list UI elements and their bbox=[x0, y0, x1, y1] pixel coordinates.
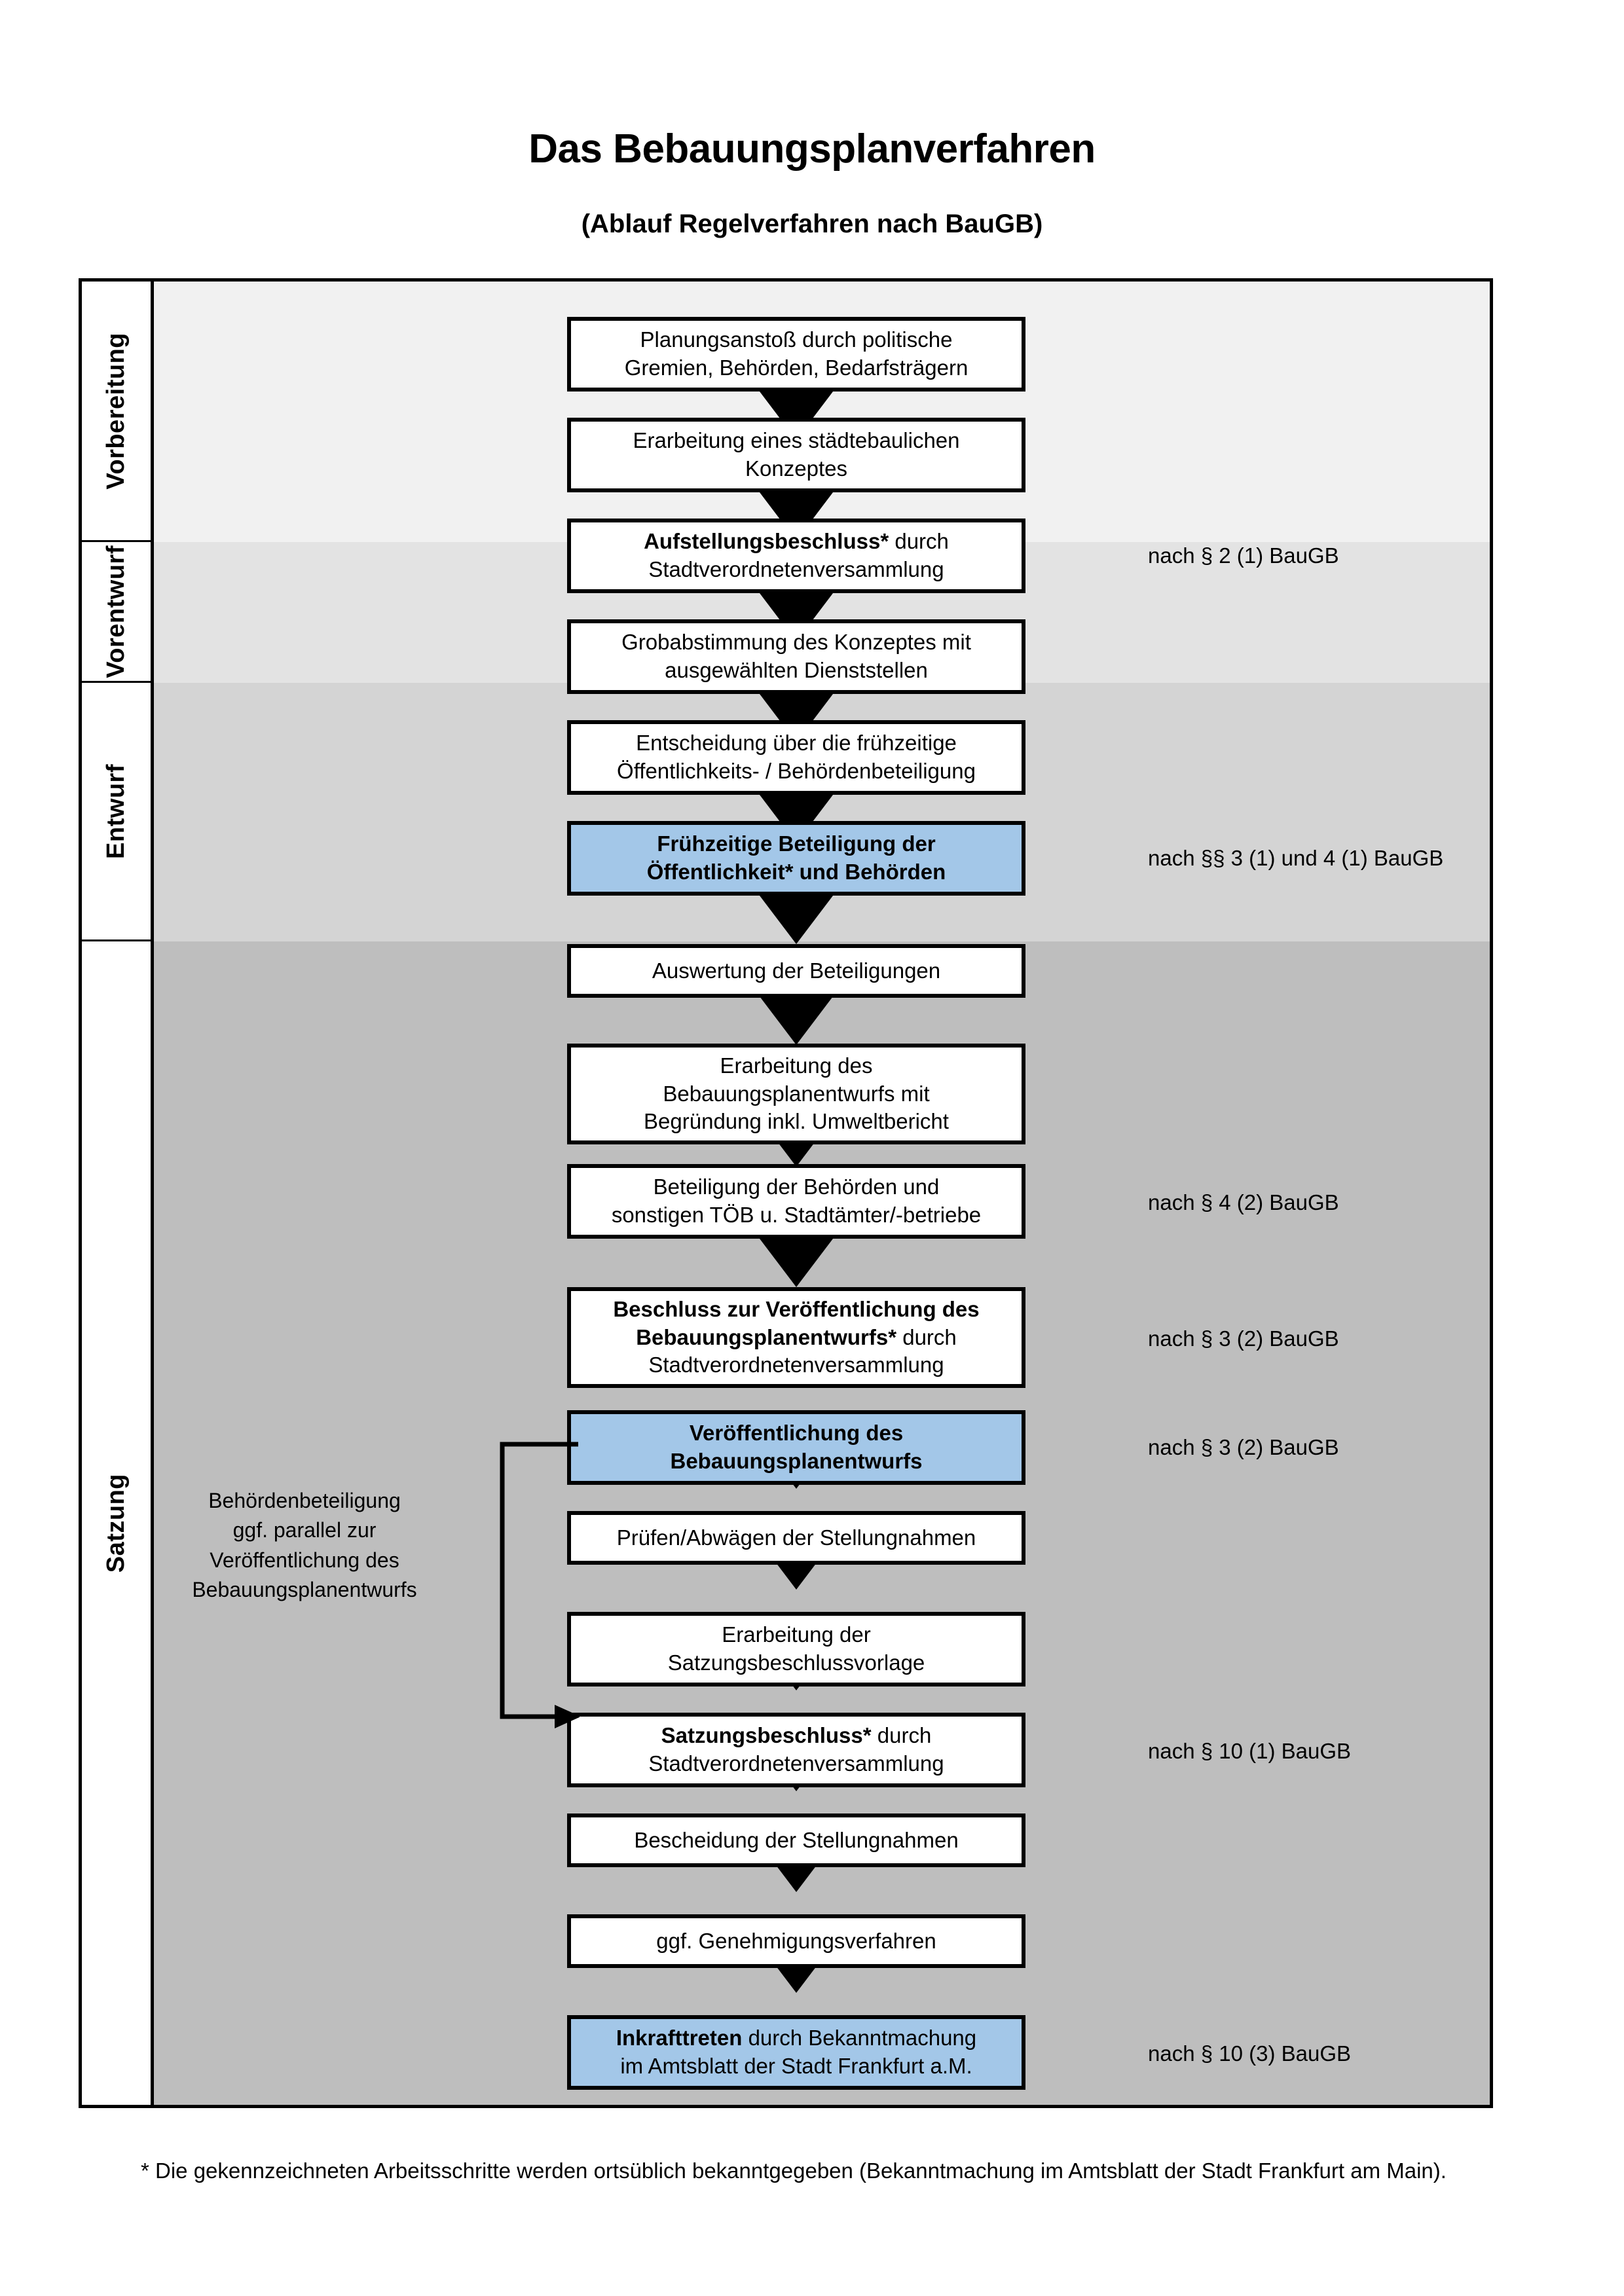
step-box-erarbeitung-satzungsvorlage[interactable]: Erarbeitung der Satzungsbeschlussvorlage bbox=[567, 1612, 1025, 1686]
step-line-1: Erarbeitung eines städtebaulichen bbox=[633, 428, 960, 453]
flow-arrow-9 bbox=[760, 1239, 833, 1287]
legal-ref-3-2-b: nach § 3 (2) BauGB bbox=[1148, 1435, 1339, 1459]
phase-label-entwurf: Entwurf bbox=[82, 683, 151, 941]
side-annotation-parallel-path: Behördenbeteiligung ggf. parallel zur Ve… bbox=[174, 1486, 435, 1605]
step-line-1: Frühzeitige Beteiligung der bbox=[657, 831, 936, 856]
step-line-1: Grobabstimmung des Konzeptes mit bbox=[621, 630, 971, 655]
step-box-grobabstimmung[interactable]: Grobabstimmung des Konzeptes mit ausgewä… bbox=[567, 619, 1025, 694]
step-line-2: Bebauungsplanentwurfs bbox=[670, 1449, 923, 1473]
step-line-2: Öffentlichkeits- / Behördenbeteiligung bbox=[617, 759, 976, 783]
step-line-1: Entscheidung über die frühzeitige bbox=[636, 731, 957, 756]
phase-label-text: Vorbereitung bbox=[102, 332, 130, 490]
step-line-1: Erarbeitung des bbox=[720, 1053, 873, 1078]
flow-arrow-2 bbox=[760, 492, 833, 541]
legal-ref-2-1: nach § 2 (1) BauGB bbox=[1148, 543, 1339, 568]
step-line-1: Aufstellungsbeschluss* durch bbox=[644, 529, 949, 554]
step-box-auswertung-beteiligungen[interactable]: Auswertung der Beteiligungen bbox=[567, 944, 1025, 998]
legal-ref-3-2-a: nach § 3 (2) BauGB bbox=[1148, 1326, 1339, 1351]
step-line-1: Planungsanstoß durch politische bbox=[640, 327, 953, 352]
phase-label-text: Vorentwurf bbox=[102, 545, 130, 678]
side-note-line-2: ggf. parallel zur bbox=[232, 1518, 377, 1542]
step-line-1: Beschluss zur Veröffentlichung des bbox=[613, 1296, 979, 1324]
legal-ref-10-3: nach § 10 (3) BauGB bbox=[1148, 2041, 1352, 2066]
step-line-1: Beteiligung der Behörden und bbox=[653, 1175, 940, 1199]
step-line-1: Bescheidung der Stellungnahmen bbox=[634, 1827, 959, 1852]
step-bold-text: Aufstellungsbeschluss* bbox=[644, 529, 889, 554]
phase-label-vorbereitung: Vorbereitung bbox=[82, 282, 151, 542]
phase-label-text: Entwurf bbox=[102, 763, 130, 859]
step-line-2: Satzungsbeschlussvorlage bbox=[667, 1650, 925, 1675]
parallel-path-connector bbox=[494, 1440, 580, 1735]
step-line-2: Stadtverordnetenversammlung bbox=[648, 1751, 944, 1776]
step-box-bescheidung-stellungnahmen[interactable]: Bescheidung der Stellungnahmen bbox=[567, 1813, 1025, 1867]
step-box-inkrafttreten[interactable]: Inkrafttreten durch Bekanntmachung im Am… bbox=[567, 2015, 1025, 2090]
footnote-text: * Die gekennzeichneten Arbeitsschritte w… bbox=[141, 2159, 1447, 2183]
step-box-veroeffentlichung-entwurf[interactable]: Veröffentlichung des Bebauungsplanentwur… bbox=[567, 1410, 1025, 1485]
phase-label-vorentwurf: Vorentwurf bbox=[82, 542, 151, 683]
phase-label-text: Satzung bbox=[102, 1473, 130, 1573]
step-line-1: ggf. Genehmigungsverfahren bbox=[656, 1928, 936, 1953]
step-box-beteiligung-behoerden[interactable]: Beteiligung der Behörden und sonstigen T… bbox=[567, 1164, 1025, 1239]
step-box-satzungsbeschluss[interactable]: Satzungsbeschluss* durch Stadtverordnete… bbox=[567, 1713, 1025, 1787]
step-line-2: Gremien, Behörden, Bedarfsträgern bbox=[624, 355, 969, 380]
page-subtitle: (Ablauf Regelverfahren nach BauGB) bbox=[581, 210, 1043, 238]
step-box-pruefen-abwaegen[interactable]: Prüfen/Abwägen der Stellungnahmen bbox=[567, 1511, 1025, 1565]
step-line-2: Öffentlichkeit* und Behörden bbox=[646, 860, 946, 884]
step-line-1: Auswertung der Beteiligungen bbox=[652, 958, 941, 983]
step-line-2: Konzeptes bbox=[745, 456, 847, 481]
flow-arrow-6 bbox=[760, 896, 833, 944]
flow-arrow-5 bbox=[760, 795, 833, 843]
step-box-erarbeitung-entwurf[interactable]: Erarbeitung des Bebauungsplanentwurfs mi… bbox=[567, 1044, 1025, 1144]
legal-ref-3-1-4-1: nach §§ 3 (1) und 4 (1) BauGB bbox=[1148, 846, 1444, 870]
step-line-2: Bebauungsplanentwurfs mit bbox=[663, 1081, 930, 1106]
step-line-2: sonstigen TÖB u. Stadtämter/-betriebe bbox=[611, 1203, 982, 1227]
step-line-2: Stadtverordnetenversammlung bbox=[648, 557, 944, 581]
step-line-3: Begründung inkl. Umweltbericht bbox=[644, 1109, 949, 1134]
step-bold-line-1: Beschluss zur Veröffentlichung des bbox=[613, 1296, 980, 1321]
flow-arrow-4 bbox=[760, 694, 833, 742]
flow-arrow-1 bbox=[760, 392, 833, 440]
flow-arrow-3 bbox=[760, 593, 833, 642]
flow-arrow-7 bbox=[760, 996, 833, 1045]
step-line-2: Bebauungsplanentwurfs* durch bbox=[636, 1324, 957, 1349]
step-line-1: Erarbeitung der bbox=[722, 1622, 871, 1647]
step-line-2: ausgewählten Dienststellen bbox=[665, 658, 928, 682]
step-line-3: Stadtverordnetenversammlung bbox=[648, 1353, 944, 1377]
step-box-genehmigungsverfahren[interactable]: ggf. Genehmigungsverfahren bbox=[567, 1914, 1025, 1968]
side-note-line-3: Veröffentlichung des bbox=[210, 1548, 399, 1572]
step-bold-line-2: Bebauungsplanentwurfs* bbox=[636, 1324, 897, 1349]
step-bold-text: Satzungsbeschluss* bbox=[661, 1723, 872, 1748]
step-box-aufstellungsbeschluss[interactable]: Aufstellungsbeschluss* durch Stadtverord… bbox=[567, 519, 1025, 593]
side-note-line-1: Behördenbeteiligung bbox=[208, 1489, 401, 1512]
legal-ref-10-1: nach § 10 (1) BauGB bbox=[1148, 1739, 1352, 1763]
step-box-beschluss-veroeffentlichung[interactable]: Beschluss zur Veröffentlichung des Bebau… bbox=[567, 1287, 1025, 1388]
step-bold-text: Inkrafttreten bbox=[616, 2026, 743, 2050]
legal-ref-4-2: nach § 4 (2) BauGB bbox=[1148, 1190, 1339, 1214]
step-box-fruehzeitige-beteiligung[interactable]: Frühzeitige Beteiligung der Öffentlichke… bbox=[567, 821, 1025, 896]
step-line-1: Inkrafttreten durch Bekanntmachung bbox=[616, 2026, 977, 2050]
side-note-line-4: Bebauungsplanentwurfs bbox=[192, 1578, 417, 1602]
step-line-1: Prüfen/Abwägen der Stellungnahmen bbox=[616, 1525, 976, 1550]
step-box-planungsanstoss[interactable]: Planungsanstoß durch politische Gremien,… bbox=[567, 317, 1025, 392]
step-line-1: Satzungsbeschluss* durch bbox=[661, 1723, 932, 1748]
step-box-entscheidung-fruehzeitige[interactable]: Entscheidung über die frühzeitige Öffent… bbox=[567, 720, 1025, 795]
phase-column-divider bbox=[151, 282, 154, 2105]
step-line-2: im Amtsblatt der Stadt Frankfurt a.M. bbox=[620, 2054, 972, 2078]
step-box-staedtebauliches-konzept[interactable]: Erarbeitung eines städtebaulichen Konzep… bbox=[567, 418, 1025, 492]
phase-label-satzung: Satzung bbox=[82, 941, 151, 2105]
step-line-1: Veröffentlichung des bbox=[689, 1421, 904, 1446]
page-title: Das Bebauungsplanverfahren bbox=[528, 126, 1096, 172]
flowchart-frame: Vorbereitung Vorentwurf Entwurf Satzung … bbox=[79, 278, 1493, 2108]
